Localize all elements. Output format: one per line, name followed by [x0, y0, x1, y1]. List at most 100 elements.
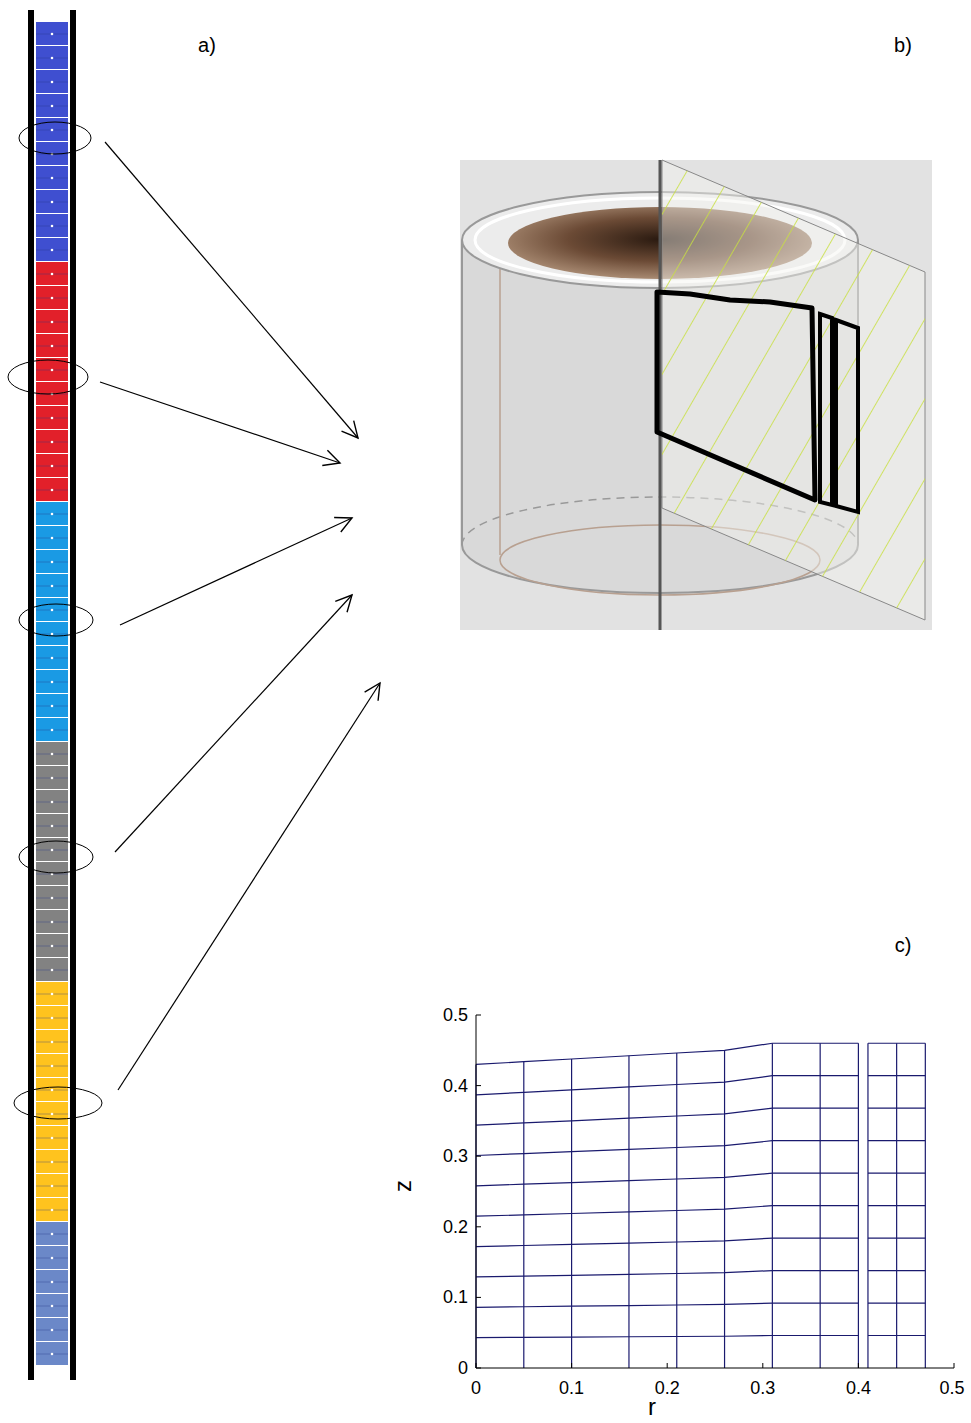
axis-tick — [954, 1363, 955, 1368]
cell-node — [51, 729, 54, 732]
cell-node — [51, 537, 54, 540]
column-cell — [36, 670, 68, 693]
mesh-plot — [476, 1015, 954, 1368]
cell-node — [51, 657, 54, 660]
cell-divider — [36, 826, 68, 827]
cell-node — [51, 993, 54, 996]
column-cell — [36, 310, 68, 333]
cell-node — [51, 1233, 54, 1236]
cell-node — [51, 633, 54, 636]
mesh-line — [868, 1270, 925, 1271]
column-cell — [36, 1198, 68, 1221]
cell-divider — [36, 1186, 68, 1187]
column-cell — [36, 1030, 68, 1053]
cell-divider — [36, 970, 68, 971]
axis-label: r — [648, 1395, 656, 1419]
cell-node — [51, 777, 54, 780]
leader-arrows — [100, 142, 380, 1090]
column-cell — [36, 646, 68, 669]
cell-node — [51, 297, 54, 300]
axis-label: z — [391, 1180, 415, 1192]
cell-divider — [36, 250, 68, 251]
column-cell — [36, 1294, 68, 1317]
column-cell — [36, 478, 68, 501]
column-cell — [36, 430, 68, 453]
mesh-line — [868, 1205, 925, 1206]
cell-node — [51, 1161, 54, 1164]
column-cell — [36, 454, 68, 477]
mesh-line — [868, 1108, 925, 1109]
cell-node — [51, 1329, 54, 1332]
cell-node — [51, 1353, 54, 1356]
column-cell — [36, 742, 68, 765]
cell-divider — [36, 1114, 68, 1115]
axis-tick — [476, 1363, 477, 1368]
cell-divider — [36, 610, 68, 611]
cell-divider — [36, 922, 68, 923]
cell-divider — [36, 1234, 68, 1235]
column-cell — [36, 502, 68, 525]
cell-divider — [36, 778, 68, 779]
column-cell — [36, 166, 68, 189]
column-cell — [36, 334, 68, 357]
cell-divider — [36, 1306, 68, 1307]
cell-node — [51, 1257, 54, 1260]
column-cell — [36, 22, 68, 45]
cell-node — [51, 969, 54, 972]
tick-label: 0.1 — [443, 1288, 468, 1306]
cell-divider — [36, 754, 68, 755]
cell-node — [51, 897, 54, 900]
mesh-line — [868, 1043, 925, 1044]
axis-tick — [476, 1368, 481, 1369]
cell-node — [51, 1209, 54, 1212]
cell-divider — [36, 730, 68, 731]
column-cell — [36, 1222, 68, 1245]
column-cell — [36, 1078, 68, 1101]
cell-divider — [36, 322, 68, 323]
cell-node — [51, 801, 54, 804]
cell-divider — [36, 898, 68, 899]
cell-node — [51, 369, 54, 372]
axis-tick — [667, 1363, 668, 1368]
mesh-line — [868, 1075, 925, 1076]
cell-divider — [36, 82, 68, 83]
cell-node — [51, 129, 54, 132]
cell-node — [51, 1089, 54, 1092]
column-cell — [36, 118, 68, 141]
mesh-line — [476, 1141, 858, 1156]
mesh-line — [476, 1108, 858, 1125]
column-cell — [36, 238, 68, 261]
cell-node — [51, 225, 54, 228]
cell-divider — [36, 202, 68, 203]
axis-tick — [476, 1226, 481, 1227]
column-cell — [36, 814, 68, 837]
cell-divider — [36, 370, 68, 371]
mesh-line — [476, 1076, 858, 1095]
axis-tick — [571, 1363, 572, 1368]
panel-label: c) — [895, 935, 912, 955]
tick-label: 0.1 — [559, 1379, 584, 1397]
cell-node — [51, 57, 54, 60]
column-cell — [36, 1342, 68, 1365]
cell-node — [51, 465, 54, 468]
cell-divider — [36, 274, 68, 275]
axis-tick — [476, 1156, 481, 1157]
tick-label: 0.4 — [443, 1077, 468, 1095]
cell-node — [51, 705, 54, 708]
cell-divider — [36, 34, 68, 35]
tick-label: 0.3 — [443, 1147, 468, 1165]
cell-divider — [36, 1210, 68, 1211]
cell-divider — [36, 1162, 68, 1163]
cell-divider — [36, 658, 68, 659]
column-cell — [36, 886, 68, 909]
cell-node — [51, 753, 54, 756]
cell-node — [51, 201, 54, 204]
cell-node — [51, 609, 54, 612]
cell-node — [51, 81, 54, 84]
mesh-line — [476, 1043, 858, 1064]
column-cell — [36, 262, 68, 285]
cell-divider — [36, 1282, 68, 1283]
column-cell — [36, 862, 68, 885]
